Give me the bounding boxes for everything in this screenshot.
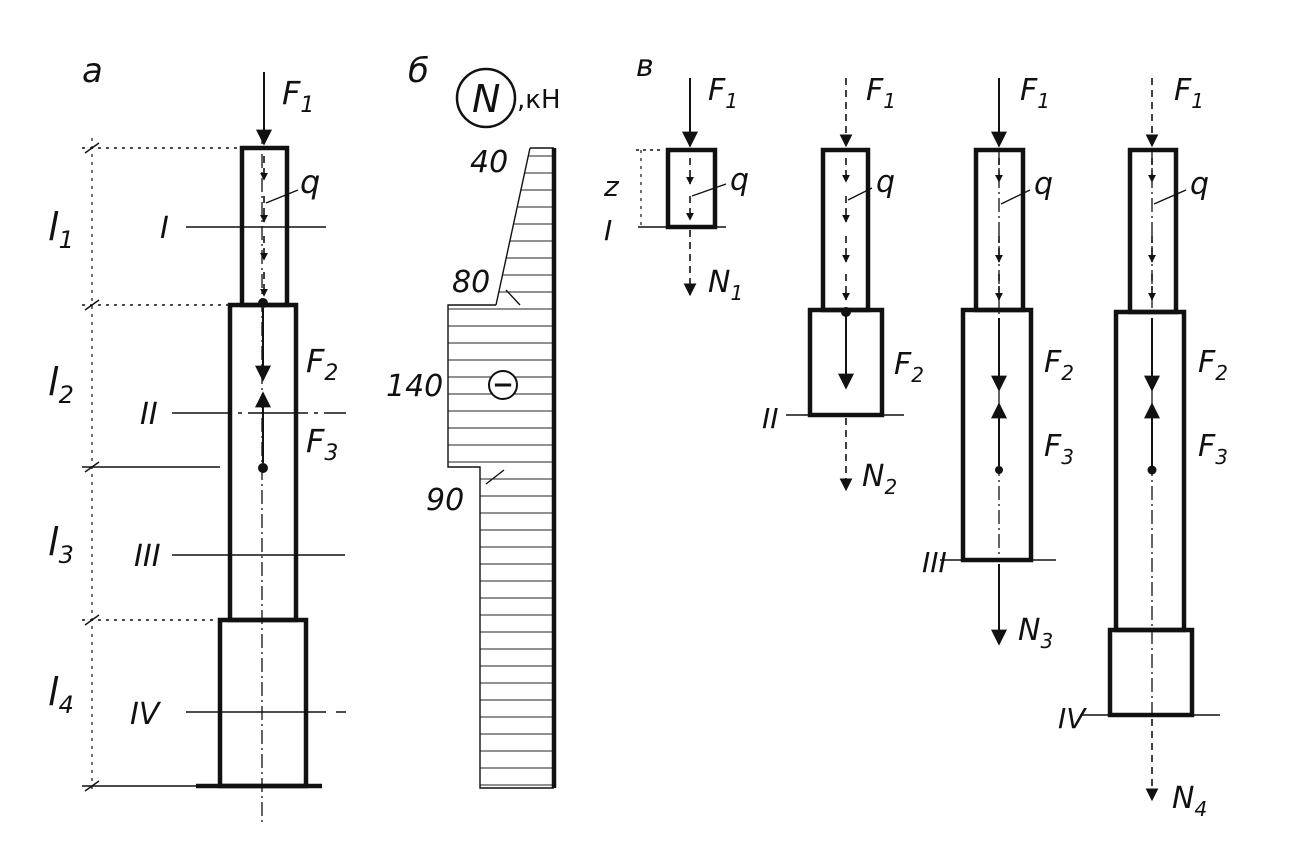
- epure-slope: [495, 147, 531, 306]
- length-l2-label: l2: [48, 360, 74, 409]
- force-N1-label: N1: [708, 265, 743, 305]
- stepped-bar: [196, 130, 322, 825]
- F3-application-point: [995, 466, 1003, 474]
- epure-unit: ,кН: [517, 85, 561, 115]
- force-F1-label: F1: [1020, 73, 1050, 113]
- epure-symbol-circle: [455, 67, 517, 129]
- F3-application-point: [1147, 465, 1157, 475]
- cut-part-1: [665, 147, 718, 230]
- section-label-I: I: [160, 211, 169, 246]
- length-l4-label: l4: [48, 670, 74, 719]
- cut-label-II: II: [762, 402, 779, 435]
- panel-b-letter: б: [408, 51, 429, 91]
- force-F2-label: F2: [1044, 345, 1074, 385]
- free-body-1: F1 q z I N1: [603, 73, 749, 305]
- cut-part-1: [1127, 147, 1179, 315]
- load-q-label: q: [730, 163, 749, 198]
- epure-symbol: N: [472, 77, 500, 121]
- value-leader-90: [485, 469, 505, 485]
- free-body-4: F1 q F2 F3 IV N4: [1058, 73, 1228, 821]
- section-label-III: III: [134, 539, 161, 574]
- section-lines: I II III IV: [130, 211, 356, 732]
- epure-sign: −: [492, 370, 514, 400]
- q-leader: [847, 187, 873, 201]
- dim-tick: [84, 142, 100, 154]
- force-F2-label: F2: [306, 342, 338, 386]
- force-F1-label: F1: [866, 73, 896, 113]
- cut-label-IV: IV: [1058, 702, 1087, 735]
- section-label-II: II: [140, 397, 158, 432]
- epure-value-80: 80: [452, 265, 490, 300]
- cut-label-I: I: [604, 214, 612, 247]
- q-leader: [691, 183, 727, 197]
- panel-b: б N ,кН 40 80 140 90 −: [386, 51, 561, 789]
- dim-tick: [84, 461, 100, 473]
- free-body-2: F1 q F2 II N2: [762, 73, 924, 499]
- load-q-label: q: [876, 165, 895, 200]
- epure-sign-circle: [488, 370, 518, 400]
- z-label: z: [603, 170, 620, 203]
- dim-tick: [84, 780, 100, 792]
- epure-hatching: [448, 155, 554, 786]
- force-F2-label: F2: [894, 347, 924, 387]
- cut-part-4: [1107, 627, 1195, 718]
- section-label-IV: IV: [130, 697, 162, 732]
- cut-label-III: III: [922, 546, 947, 579]
- q-leader: [1153, 189, 1187, 205]
- force-F3-label: F3: [306, 422, 338, 466]
- load-q-label: q: [300, 163, 320, 201]
- force-N3-label: N3: [1018, 613, 1053, 653]
- forces: F1 q F2 F3: [255, 72, 338, 473]
- dim-tick: [84, 614, 100, 626]
- F3-application-point: [258, 463, 268, 473]
- length-l1-label: l1: [48, 205, 74, 254]
- length-l3-label: l3: [48, 520, 74, 569]
- force-N2-label: N2: [862, 459, 897, 499]
- epure-value-90: 90: [426, 483, 464, 518]
- force-F3-label: F3: [1198, 429, 1228, 469]
- cut-part-2-3: [960, 307, 1034, 563]
- F2-application-point: [841, 307, 851, 317]
- bar-segment-4: [217, 617, 309, 789]
- force-F2-label: F2: [1198, 345, 1228, 385]
- force-N4-label: N4: [1172, 781, 1207, 821]
- load-q-label: q: [1034, 167, 1053, 202]
- force-F1-label: F1: [708, 73, 738, 113]
- load-q-label: q: [1190, 167, 1209, 202]
- free-body-3: F1 q F2 F3 III N3: [922, 73, 1074, 653]
- dim-tick: [84, 299, 100, 311]
- F2-application-point: [258, 298, 268, 308]
- panel-c-letter: в: [636, 49, 654, 84]
- epure-value-40: 40: [470, 145, 508, 180]
- force-F3-label: F3: [1044, 429, 1074, 469]
- q-leader: [265, 189, 299, 204]
- value-leader-80: [505, 289, 521, 306]
- force-F1-label: F1: [1174, 73, 1204, 113]
- q-leader: [1000, 189, 1031, 205]
- epure-outline: [447, 147, 557, 789]
- force-F1-label: F1: [282, 74, 314, 118]
- epure-value-140: 140: [386, 369, 443, 404]
- panel-a-letter: а: [82, 51, 103, 91]
- panel-a: а l1 l2 l3 l4: [48, 51, 356, 825]
- length-dimensions: l1 l2 l3 l4: [48, 138, 242, 792]
- panel-c: в F1 q z I N1 F1: [603, 49, 1228, 821]
- epure-steps: [447, 304, 554, 789]
